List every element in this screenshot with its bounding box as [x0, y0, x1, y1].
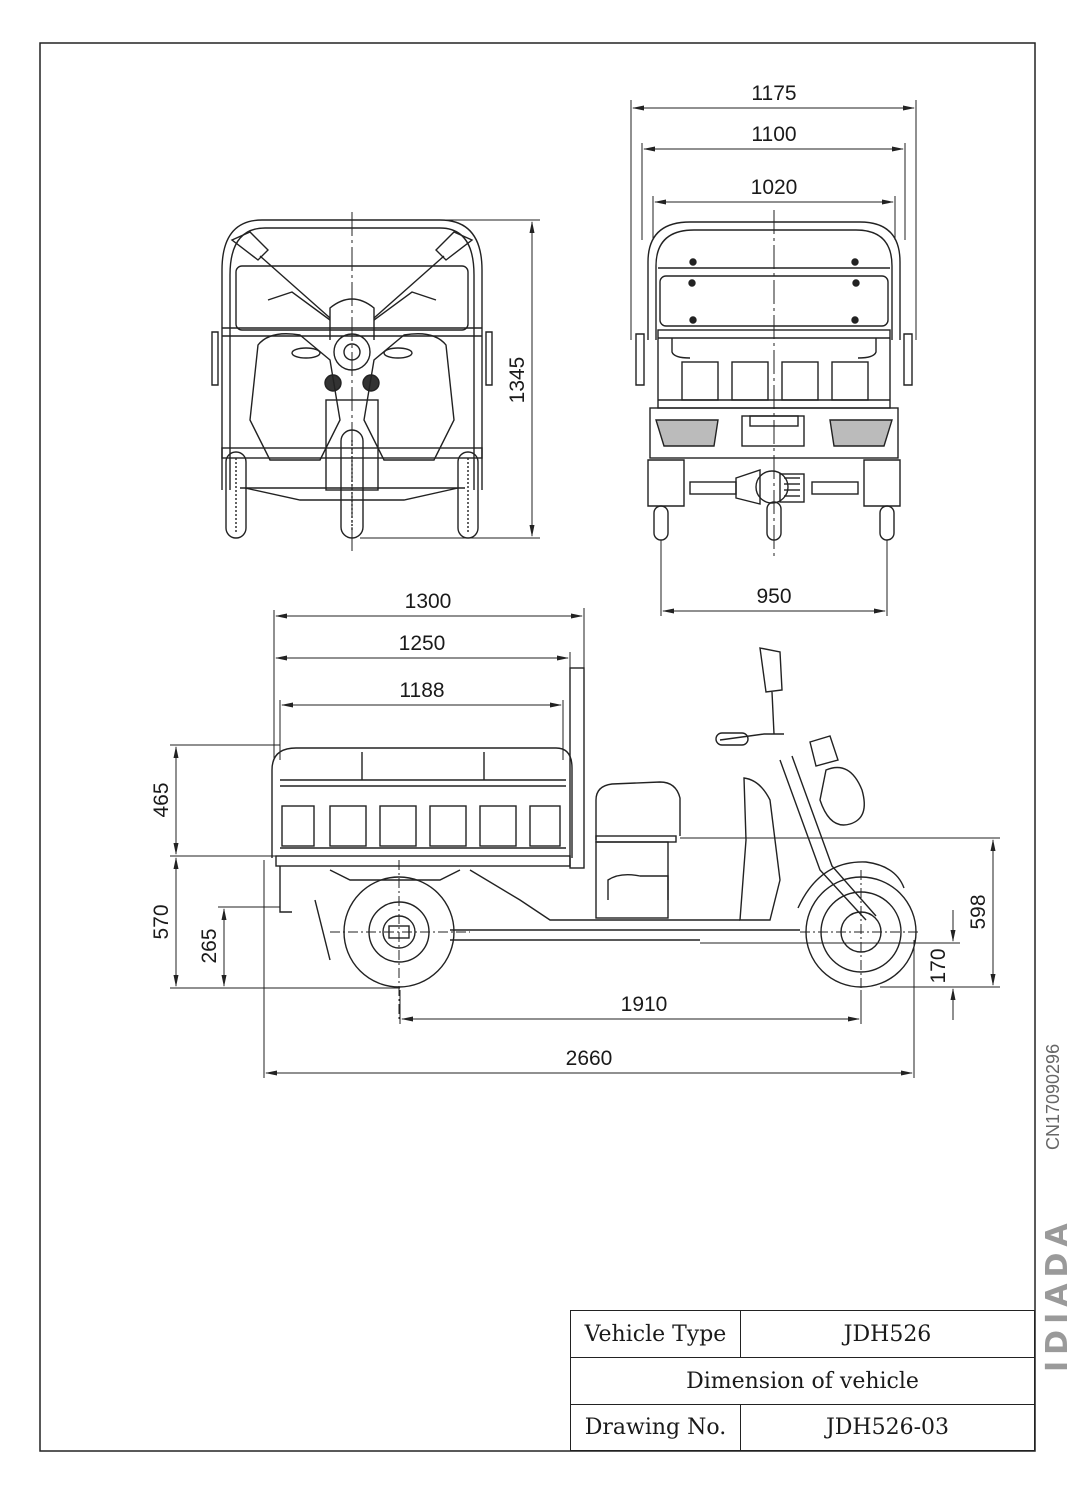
dim-cargo-width: 1020 [751, 176, 798, 199]
dim-cargo-length-outer: 1300 [405, 590, 452, 613]
dim-overall-height: 1345 [506, 357, 529, 404]
sheet-border [39, 42, 1036, 1452]
side-view [170, 608, 1000, 1078]
dim-width-1100: 1100 [751, 123, 796, 146]
rear-view [630, 100, 917, 616]
dim-front-height: 598 [967, 894, 990, 929]
drawing-no-label: Drawing No. [571, 1405, 741, 1450]
dim-rear-track: 950 [756, 585, 791, 608]
title-block: Vehicle Type JDH526 Dimension of vehicle… [570, 1310, 1035, 1451]
dim-wheelbase: 1910 [621, 993, 668, 1016]
dim-cargo-length-inner: 1188 [399, 679, 444, 702]
dim-cargo-side-height: 465 [150, 782, 173, 817]
watermark-code: CN17090296 [1043, 1043, 1063, 1150]
dim-overall-length: 2660 [566, 1047, 613, 1070]
drawing-description: Dimension of vehicle [686, 1368, 919, 1394]
dim-cargo-length: 1250 [399, 632, 446, 655]
dim-rear-bumper-height: 265 [198, 928, 221, 963]
dim-cargo-floor-height: 570 [150, 904, 173, 939]
dim-overall-width: 1175 [751, 82, 796, 105]
watermark-logo: IDIADA [1040, 1217, 1075, 1372]
dim-ground-clearance: 170 [927, 948, 950, 983]
drawing-no-value: JDH526-03 [825, 1415, 950, 1440]
vehicle-type-label: Vehicle Type [571, 1311, 741, 1357]
vehicle-type-value: JDH526 [843, 1321, 932, 1347]
front-view [211, 212, 540, 555]
